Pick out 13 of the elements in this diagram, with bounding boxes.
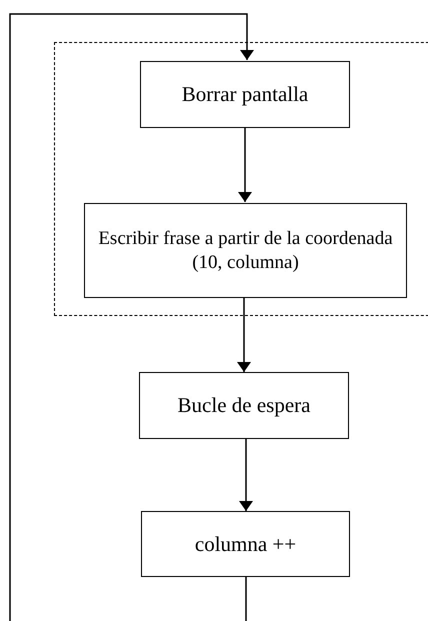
arrow — [237, 297, 251, 372]
arrow — [238, 127, 252, 202]
process-box — [141, 511, 350, 577]
process-box — [139, 372, 349, 439]
box-label: columna ++ — [194, 530, 296, 558]
process-box — [84, 203, 407, 298]
box-label: Escribir frase a partir de la coordenada (10, columna) — [97, 226, 394, 274]
arrow — [9, 13, 254, 621]
process-box — [140, 61, 350, 128]
dashed-group-box — [54, 42, 428, 316]
box-label: Borrar pantalla — [182, 81, 308, 108]
arrow — [239, 439, 253, 511]
box-label: Bucle de espera — [178, 392, 310, 419]
